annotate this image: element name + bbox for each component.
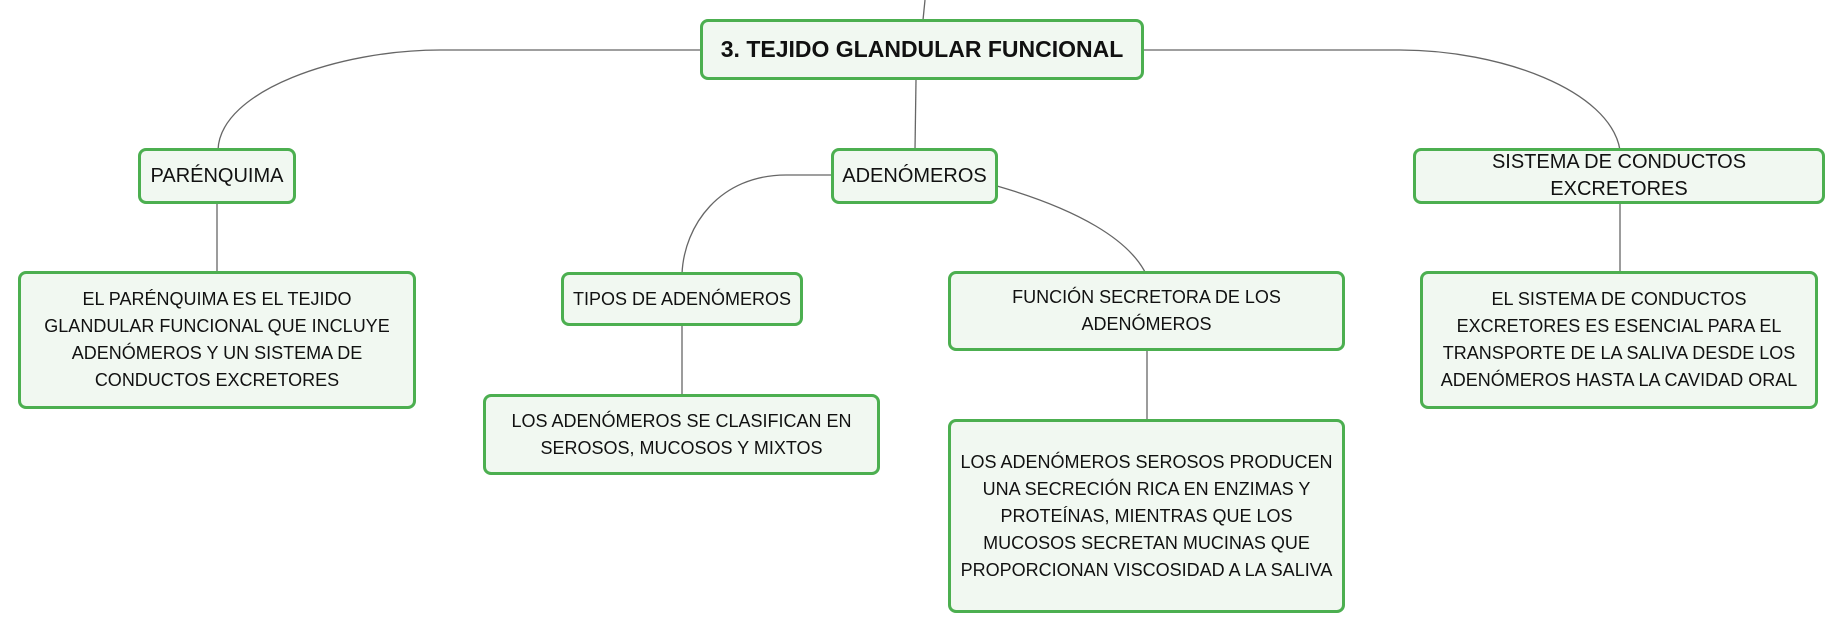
- tipos-node[interactable]: TIPOS DE ADENÓMEROS: [561, 272, 803, 326]
- connector-adenomeros-funcion: [996, 185, 1146, 273]
- tipos-detail-node[interactable]: LOS ADENÓMEROS SE CLASIFICAN EN SEROSOS,…: [483, 394, 880, 475]
- funcion-detail-node[interactable]: LOS ADENÓMEROS SEROSOS PRODUCEN UNA SECR…: [948, 419, 1345, 613]
- funcion-detail-text: LOS ADENÓMEROS SEROSOS PRODUCEN UNA SECR…: [960, 451, 1333, 580]
- connector-root-adenomeros: [914, 79, 917, 151]
- conductos-detail-node[interactable]: EL SISTEMA DE CONDUCTOS EXCRETORES ES ES…: [1420, 271, 1818, 409]
- connector-root-parenquima: [217, 49, 700, 151]
- parent-connector: [922, 0, 926, 21]
- conductos-label: SISTEMA DE CONDUCTOS EXCRETORES: [1491, 151, 1747, 200]
- root-label: 3. TEJIDO GLANDULAR FUNCIONAL: [720, 36, 1124, 62]
- parenquima-node[interactable]: PARÉNQUIMA: [138, 148, 296, 204]
- adenomeros-label: ADENÓMEROS: [842, 164, 987, 187]
- connector-root-conductos: [1141, 49, 1621, 151]
- conductos-detail-text: EL SISTEMA DE CONDUCTOS EXCRETORES ES ES…: [1440, 289, 1798, 390]
- funcion-label: FUNCIÓN SECRETORA DE LOS ADENÓMEROS: [1012, 287, 1281, 334]
- tipos-detail-text: LOS ADENÓMEROS SE CLASIFICAN EN SEROSOS,…: [511, 410, 852, 458]
- parenquima-label: PARÉNQUIMA: [150, 164, 284, 187]
- parenquima-detail-text: EL PARÉNQUIMA ES EL TEJIDO GLANDULAR FUN…: [44, 289, 390, 390]
- tipos-label: TIPOS DE ADENÓMEROS: [572, 288, 792, 309]
- connector-adenomeros-tipos: [681, 174, 832, 275]
- funcion-node[interactable]: FUNCIÓN SECRETORA DE LOS ADENÓMEROS: [948, 271, 1345, 351]
- parenquima-detail-node[interactable]: EL PARÉNQUIMA ES EL TEJIDO GLANDULAR FUN…: [18, 271, 416, 409]
- root-node[interactable]: 3. TEJIDO GLANDULAR FUNCIONAL: [700, 19, 1144, 80]
- adenomeros-node[interactable]: ADENÓMEROS: [831, 148, 998, 204]
- conductos-node[interactable]: SISTEMA DE CONDUCTOS EXCRETORES: [1413, 148, 1825, 204]
